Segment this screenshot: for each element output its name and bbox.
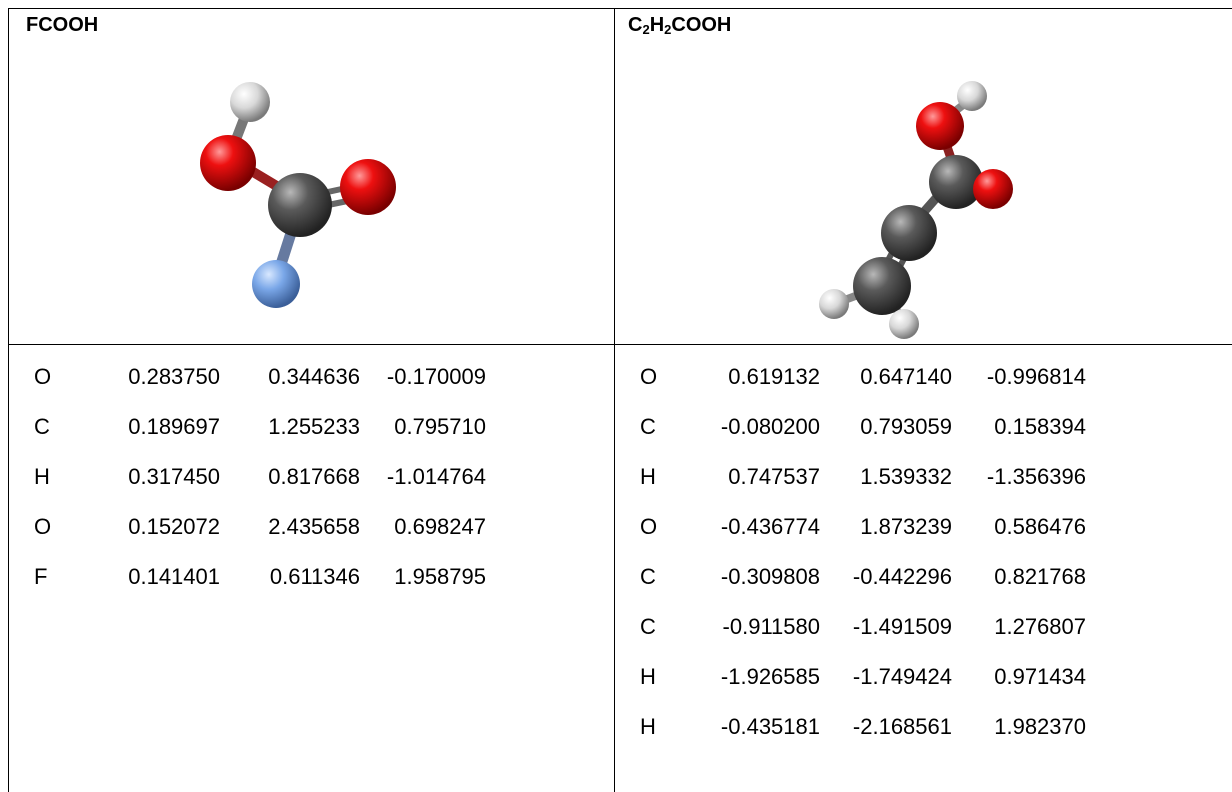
atom-coord-x: -0.435181 <box>720 714 820 739</box>
atom-coord-y: 1.255233 <box>268 414 360 439</box>
atom-coord-z: 0.971434 <box>994 664 1086 689</box>
atom-element: O <box>640 364 658 389</box>
atom-coord-z: 1.276807 <box>994 614 1086 639</box>
atom-element: H <box>640 714 656 739</box>
atom-coord-z: -1.356396 <box>986 464 1086 489</box>
atom-coord-y: -1.491509 <box>852 614 952 639</box>
title-subscript: 2 <box>642 22 650 37</box>
oxygen-atom <box>340 159 396 215</box>
atom-coord-z: 0.698247 <box>394 514 486 539</box>
oxygen-atom <box>916 102 964 150</box>
atom-coord-x: 0.317450 <box>128 464 220 489</box>
table-row-divider <box>8 344 1232 345</box>
hydrogen-atom <box>230 82 270 122</box>
atom-coord-y: 0.793059 <box>860 414 952 439</box>
atom-coord-z: 0.821768 <box>994 564 1086 589</box>
atom-coord-x: -1.926585 <box>720 664 820 689</box>
atom-element: F <box>34 564 48 589</box>
title-part: C <box>628 14 643 36</box>
atom-coord-y: -1.749424 <box>852 664 952 689</box>
hydrogen-atom <box>819 289 849 319</box>
atom-coord-y: 1.873239 <box>860 514 952 539</box>
atom-coord-x: 0.152072 <box>128 514 220 539</box>
carbon-atom <box>881 205 937 261</box>
atom-element: H <box>34 464 50 489</box>
acrylic-acid-molecule-model <box>819 81 1013 339</box>
atom-coord-y: 2.435658 <box>268 514 360 539</box>
atom-coord-z: 1.958795 <box>394 564 486 589</box>
oxygen-atom <box>200 135 256 191</box>
atom-element: C <box>640 614 656 639</box>
atom-coord-x: -0.436774 <box>720 514 820 539</box>
atom-element: C <box>34 414 50 439</box>
atom-coord-z: 0.158394 <box>994 414 1086 439</box>
atom-element: O <box>640 514 658 539</box>
atom-coord-y: 1.539332 <box>860 464 952 489</box>
coordinates-table <box>8 8 1232 792</box>
atom-element: H <box>640 464 656 489</box>
atom-coord-x: 0.747537 <box>728 464 820 489</box>
atom-coord-y: 0.817668 <box>268 464 360 489</box>
hydrogen-atom <box>957 81 987 111</box>
carbon-atom <box>929 155 983 209</box>
atom-coord-x: -0.080200 <box>720 414 820 439</box>
atom-coord-z: -0.996814 <box>986 364 1086 389</box>
atom-coord-y: 0.344636 <box>268 364 360 389</box>
atom-coord-x: 0.141401 <box>128 564 220 589</box>
atom-coord-x: 0.283750 <box>128 364 220 389</box>
atom-coord-x: 0.619132 <box>728 364 820 389</box>
table-left-border <box>8 8 9 792</box>
fluorine-atom <box>252 260 300 308</box>
table-column-divider <box>614 8 615 792</box>
atom-coord-x: 0.189697 <box>128 414 220 439</box>
hydrogen-atom <box>889 309 919 339</box>
atom-coord-z: -1.014764 <box>386 464 486 489</box>
atom-element: O <box>34 364 52 389</box>
atom-element: C <box>640 414 656 439</box>
carbon-atom <box>853 257 911 315</box>
atom-coord-y: 0.611346 <box>269 564 360 589</box>
atom-coord-y: -0.442296 <box>852 564 952 589</box>
atom-coord-z: -0.170009 <box>386 364 486 389</box>
atom-element: O <box>34 514 52 539</box>
fcooh-molecule-model <box>200 82 396 308</box>
title-part: H <box>649 14 665 36</box>
atom-coord-x: -0.309808 <box>720 564 820 589</box>
atom-element: C <box>640 564 656 589</box>
atom-coord-z: 0.795710 <box>394 414 486 439</box>
title-subscript: 2 <box>664 22 672 37</box>
oxygen-atom <box>973 169 1013 209</box>
carbon-atom <box>268 173 332 237</box>
atom-coord-y: -2.168561 <box>852 714 952 739</box>
atom-coord-z: 0.586476 <box>994 514 1086 539</box>
table-top-border <box>8 8 1232 9</box>
atom-coord-y: 0.647140 <box>860 364 952 389</box>
atom-coord-x: -0.911580 <box>722 614 820 639</box>
fcooh-title: FCOOH <box>26 14 99 36</box>
title-part: COOH <box>671 14 732 36</box>
atom-coord-z: 1.982370 <box>994 714 1086 739</box>
atom-element: H <box>640 664 656 689</box>
acrylic-acid-title: C2H2COOH <box>628 14 731 37</box>
